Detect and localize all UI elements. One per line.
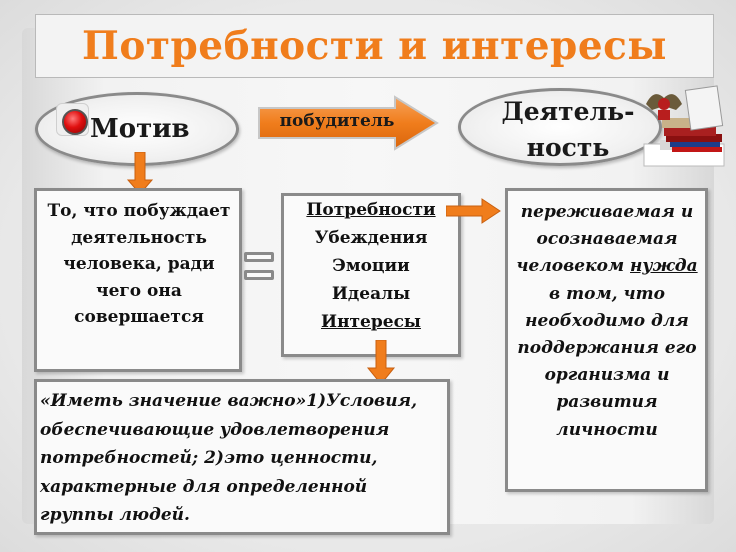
motives-list: Потребности Убеждения Эмоции Идеалы Инте… <box>285 196 457 336</box>
list-item-needs: Потребности <box>306 200 436 220</box>
need-text-underlined: нужда <box>630 256 698 277</box>
motiv-label: Мотив <box>90 114 190 144</box>
activity-label-line2: ность <box>526 133 610 162</box>
down-arrow-center-icon <box>366 340 396 385</box>
list-item-beliefs: Убеждения <box>314 228 428 248</box>
list-item-interests: Интересы <box>321 312 421 332</box>
page-title: Потребности и интересы <box>82 23 667 69</box>
list-item-ideals: Идеалы <box>331 284 411 304</box>
list-item-emotions: Эмоции <box>332 256 410 276</box>
need-definition-text: переживаемая и осознаваемая человеком ну… <box>510 199 704 444</box>
definition-box <box>34 188 242 372</box>
need-text-post: в том, что необходимо для поддержания ег… <box>517 283 697 440</box>
definition-text: То, что побуждает деятельность человека,… <box>47 201 231 327</box>
motives-list-box <box>281 193 461 357</box>
interest-definition-text: «Иметь значение важно»1)Условия, обеспеч… <box>40 391 418 525</box>
interest-definition-box <box>34 379 450 535</box>
activity-ellipse <box>458 88 662 166</box>
down-arrow-left-icon <box>126 152 154 195</box>
need-definition-box <box>505 188 708 492</box>
red-button-icon <box>56 103 89 136</box>
equal-sign-bottom <box>244 270 274 280</box>
arrow-label: побудитель <box>279 111 395 131</box>
need-text-pre: переживаемая и осознаваемая человеком <box>516 202 694 277</box>
right-arrow-small-icon <box>446 198 501 224</box>
right-arrow-icon <box>258 95 439 151</box>
coat-of-arms-books-icon <box>643 85 725 167</box>
title-box: Потребности и интересы <box>35 14 714 78</box>
activity-label: Деятель- ность <box>478 94 658 166</box>
activity-label-line1: Деятель- <box>501 97 635 126</box>
equal-sign-top <box>244 252 274 262</box>
